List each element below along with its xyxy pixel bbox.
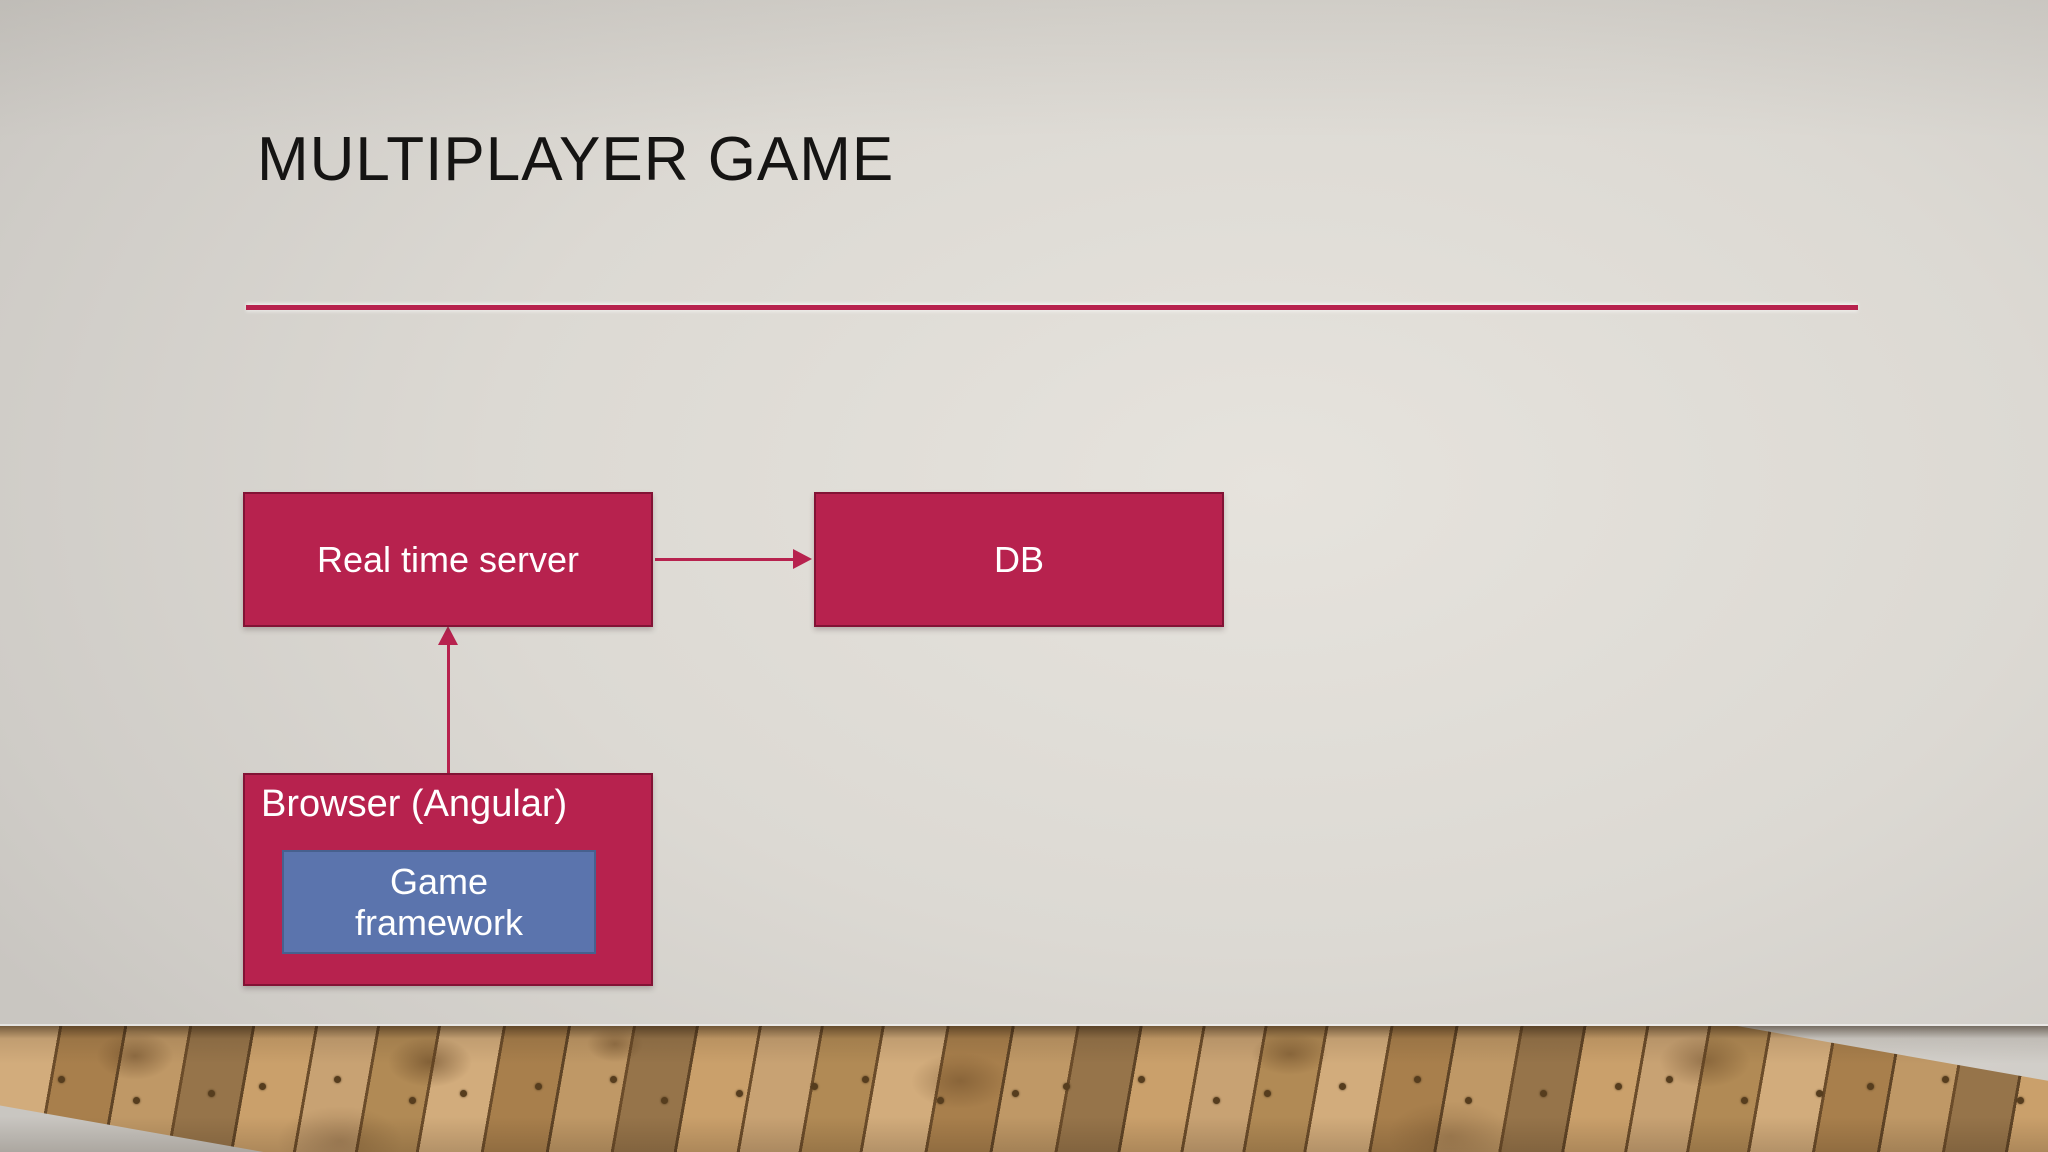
floor-nail-dot [862, 1076, 869, 1083]
floor-nail-dot [1213, 1097, 1220, 1104]
slide-title: MULTIPLAYER GAME [257, 125, 895, 194]
floor-nail-dot [1012, 1090, 1019, 1097]
floor-nail-dot [2017, 1097, 2024, 1104]
floor-nail-dot [1942, 1076, 1949, 1083]
node-real-time-server: Real time server [243, 492, 653, 627]
node-browser: Browser (Angular) Game framework [243, 773, 653, 986]
node-game-framework-label: Game framework [354, 860, 524, 943]
arrowhead-up-icon [438, 626, 458, 645]
floor-nail-dot [661, 1097, 668, 1104]
node-browser-label: Browser (Angular) [261, 783, 568, 825]
floor-nail-dot [334, 1076, 341, 1083]
floor-nail-dot [1264, 1090, 1271, 1097]
node-real-time-server-label: Real time server [316, 538, 580, 580]
floor-nail-dot [1867, 1083, 1874, 1090]
floor-nail-dot [1540, 1090, 1547, 1097]
floor-nail-dot [1063, 1083, 1070, 1090]
floor-nail-dot [409, 1097, 416, 1104]
node-db-label: DB [993, 538, 1044, 580]
node-game-framework: Game framework [282, 850, 596, 954]
title-divider-line [246, 305, 1858, 310]
floor-nail-dot [133, 1097, 140, 1104]
floor-nail-dot [460, 1090, 467, 1097]
floor-nail-dot [208, 1090, 215, 1097]
floor-nail-dot [535, 1083, 542, 1090]
floor-nail-dot [1339, 1083, 1346, 1090]
floor-nail-dot [1666, 1076, 1673, 1083]
floor-nail-dot [736, 1090, 743, 1097]
wood-floor [0, 1026, 2048, 1152]
floor-nail-dot [259, 1083, 266, 1090]
floor-nail-dot [1615, 1083, 1622, 1090]
floor-nail-dot [937, 1097, 944, 1104]
floor-nail-dot [1414, 1076, 1421, 1083]
floor-nail-dot [610, 1076, 617, 1083]
arrow-server-to-db [655, 558, 797, 561]
floor-nail-dot [1465, 1097, 1472, 1104]
floor-stains [0, 1026, 2048, 1152]
floor-nail-dot [1138, 1076, 1145, 1083]
arrow-browser-to-server [447, 644, 450, 773]
floor-nail-dot [1816, 1090, 1823, 1097]
floor-nail-dot [1741, 1097, 1748, 1104]
floor-nail-dot [58, 1076, 65, 1083]
arrowhead-right-icon [793, 549, 812, 569]
floor-nail-dot [811, 1083, 818, 1090]
node-db: DB [814, 492, 1224, 627]
